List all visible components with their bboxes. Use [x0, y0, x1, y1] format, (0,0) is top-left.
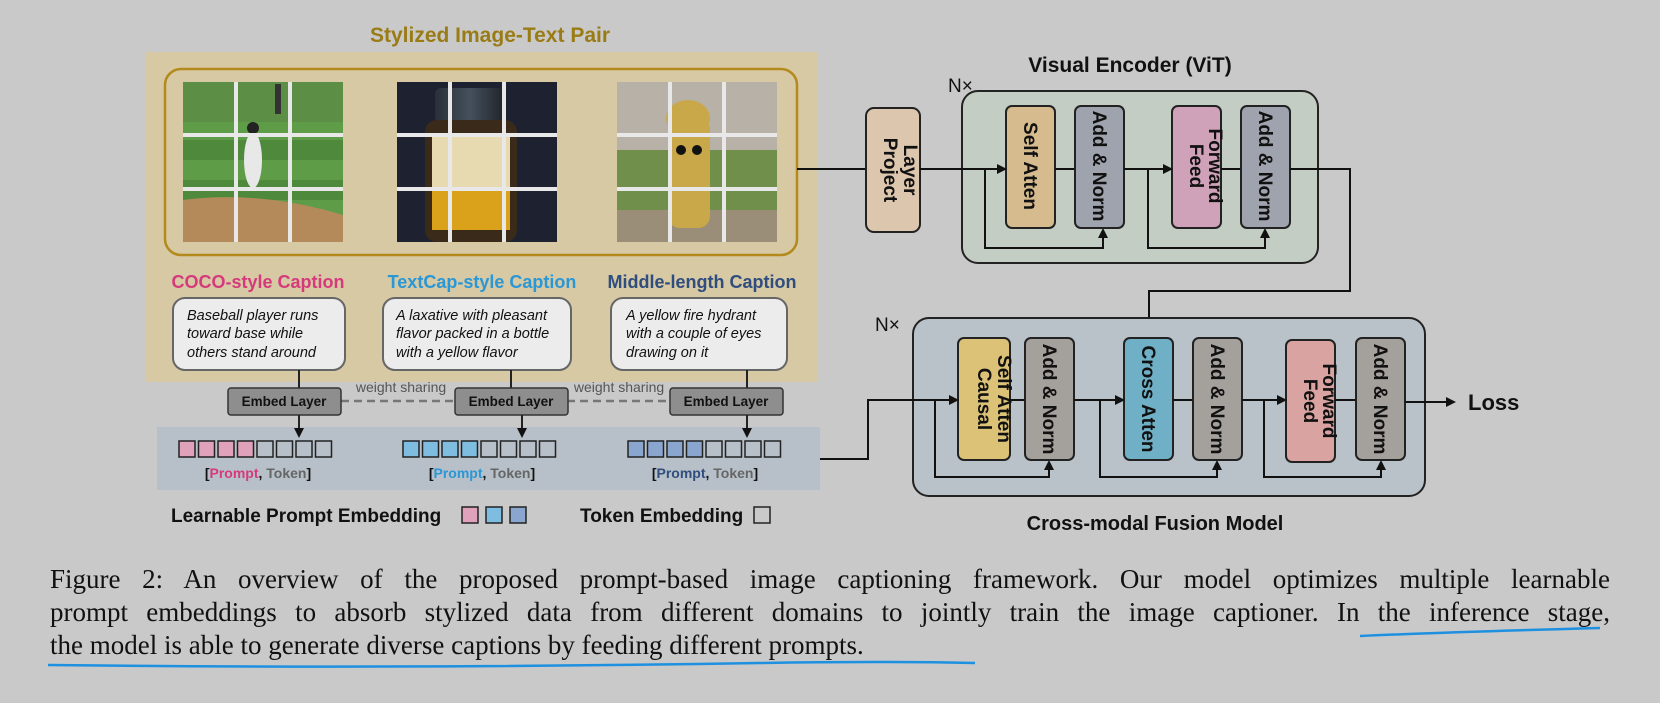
- self-atten-label: Self Atten: [1019, 122, 1040, 210]
- bottle-photo: [397, 82, 557, 242]
- prompt-embedding-square: [421, 440, 440, 458]
- add-norm-label: Add & Norm: [1369, 344, 1390, 455]
- add-norm-label: Add & Norm: [1088, 111, 1109, 222]
- token-embedding-square: [724, 440, 743, 458]
- causal-self-atten-label: Causal: [973, 368, 994, 430]
- loss-label: Loss: [1468, 390, 1519, 415]
- middle-caption-label: Middle-length Caption: [608, 272, 797, 292]
- embedding-row-textcap: [402, 440, 557, 458]
- highlight-underline: [1359, 626, 1601, 638]
- embed-layer: [227, 387, 342, 416]
- middle-caption-box: [610, 297, 788, 371]
- legend-prompt-square: [461, 506, 479, 524]
- prompt-token-label-textcap: [Prompt, Token]: [429, 465, 535, 481]
- figure-caption-line: the model is able to generate diverse ca…: [50, 630, 864, 660]
- prompt-token-label-middle: [Prompt, Token]: [652, 465, 758, 481]
- causal-self-atten-label: Self Atten: [993, 355, 1014, 443]
- feed-forward-label: Forward: [1204, 129, 1225, 204]
- legend-prompt-square: [485, 506, 503, 524]
- prompt-embedding-square: [197, 440, 216, 458]
- visual-encoder-title: Visual Encoder (ViT): [1028, 54, 1231, 77]
- embedding-row-coco: [178, 440, 333, 458]
- baseball-photo: [183, 82, 343, 242]
- legend-token-label: Token Embedding: [580, 506, 743, 527]
- figure-caption: Figure 2: An overview of the proposed pr…: [50, 563, 1610, 662]
- weight-sharing-label: weight sharing: [573, 379, 664, 395]
- prompt-embedding-square: [646, 440, 665, 458]
- fusion-arrows: [820, 395, 1456, 478]
- prompt-token-label-coco: [Prompt, Token]: [205, 465, 311, 481]
- prompt-embedding-square: [627, 440, 645, 458]
- fusion-feed-forward-label: Forward: [1318, 364, 1339, 439]
- token-embedding-square: [763, 440, 782, 458]
- embedding-row-middle: [627, 440, 782, 458]
- prompt-embedding-square: [460, 440, 479, 458]
- fusion-title: Cross-modal Fusion Model: [1027, 513, 1284, 535]
- textcap-caption-line: with a yellow flavor: [396, 345, 519, 361]
- coco-caption-label: COCO-style Caption: [171, 272, 344, 292]
- token-embedding-square: [480, 440, 498, 458]
- fusion-feed-forward-label: Feed: [1299, 379, 1320, 423]
- token-embedding-square: [744, 440, 762, 458]
- weight-sharing-label: weight sharing: [355, 379, 446, 395]
- image-frame: [163, 67, 799, 257]
- token-embedding-square: [705, 440, 723, 458]
- textcap-caption-line: A laxative with pleasant: [395, 308, 548, 324]
- add-norm-label: Add & Norm: [1038, 344, 1059, 455]
- token-embedding-square: [538, 440, 557, 458]
- embed-layer: [669, 387, 784, 416]
- textcap-caption-label: TextCap-style Caption: [388, 272, 577, 292]
- figure-caption-line: Figure 2: An overview of the proposed pr…: [50, 564, 1610, 594]
- token-embedding-square: [499, 440, 518, 458]
- legend-prompt-square: [509, 506, 527, 524]
- visual-encoder-arrows: [920, 164, 1351, 337]
- coco-caption-line: Baseball player runs: [187, 308, 318, 324]
- embed-layer-label: Embed Layer: [684, 394, 770, 409]
- add-norm-label: Add & Norm: [1254, 111, 1275, 222]
- coco-caption-box: [172, 297, 346, 371]
- highlight-underline: [47, 660, 976, 668]
- prompt-embedding-square: [402, 440, 420, 458]
- embed-layer-label: Embed Layer: [469, 394, 555, 409]
- legend-prompt-label: Learnable Prompt Embedding: [171, 506, 441, 527]
- coco-caption-line: others stand around: [187, 345, 317, 361]
- prompt-embedding-square: [217, 440, 235, 458]
- middle-caption-line: drawing on it: [626, 345, 709, 361]
- prompt-embedding-square: [178, 440, 196, 458]
- token-embedding-square: [314, 440, 333, 458]
- hydrant-photo: [617, 82, 777, 242]
- middle-caption-line: A yellow fire hydrant: [625, 308, 757, 324]
- nx-label: N×: [948, 76, 973, 97]
- stylized-title: Stylized Image-Text Pair: [370, 24, 610, 47]
- cross-atten-label: Cross Atten: [1137, 346, 1158, 453]
- legend-token-square: [753, 506, 771, 524]
- embed-layer-label: Embed Layer: [242, 394, 328, 409]
- textcap-caption-line: flavor packed in a bottle: [396, 326, 549, 342]
- project-layer-label: Project: [879, 138, 900, 203]
- token-embedding-square: [295, 440, 313, 458]
- token-embedding-square: [275, 440, 294, 458]
- prompt-embedding-square: [666, 440, 684, 458]
- prompt-embedding-square: [236, 440, 255, 458]
- project-layer-label: Layer: [899, 145, 920, 196]
- coco-caption-line: toward base while: [187, 326, 303, 342]
- textcap-caption-box: [382, 297, 572, 371]
- prompt-embedding-square: [441, 440, 459, 458]
- embed-layer: [454, 387, 569, 416]
- token-embedding-square: [256, 440, 274, 458]
- token-embedding-square: [519, 440, 537, 458]
- feed-forward-label: Feed: [1185, 144, 1206, 188]
- nx-label: N×: [875, 315, 900, 336]
- embedding-panel: [157, 427, 820, 490]
- add-norm-label: Add & Norm: [1206, 344, 1227, 455]
- prompt-embedding-square: [685, 440, 704, 458]
- figure-caption-line: prompt embeddings to absorb stylized dat…: [50, 597, 1610, 627]
- middle-caption-line: with a couple of eyes: [626, 326, 761, 342]
